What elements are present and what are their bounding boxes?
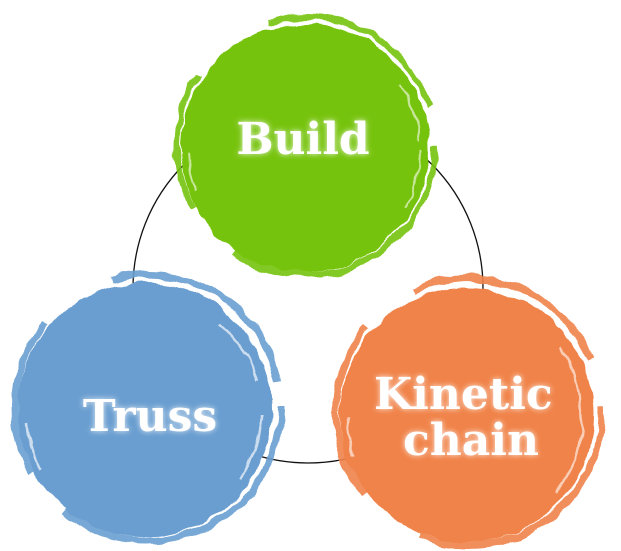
node-kinetic-chain-stroke-inner [346, 299, 584, 537]
node-kinetic-chain-label: Kinetic chain [374, 369, 568, 466]
node-truss-stroke-outer [11, 271, 285, 545]
node-build-stroke-inner [187, 33, 421, 267]
node-build-stroke-outer [174, 14, 438, 278]
node-truss-label-line-1: Truss [83, 391, 217, 442]
node-truss-stroke-inner [23, 292, 263, 532]
node-build-label-line-1: Build [236, 114, 369, 165]
node-build-circle [181, 24, 429, 272]
node-truss [11, 271, 285, 545]
node-kinetic-chain-stroke-outer [332, 275, 606, 549]
node-kinetic-chain-label-line-2: chain [403, 415, 539, 466]
node-build [174, 14, 438, 278]
node-truss-label: Truss [83, 391, 217, 442]
node-kinetic-chain-label-line-1: Kinetic [374, 369, 553, 420]
node-truss-circle [18, 283, 272, 537]
node-kinetic-chain-circle [340, 288, 594, 542]
node-kinetic-chain [332, 275, 606, 549]
node-build-label: Build [236, 114, 369, 165]
